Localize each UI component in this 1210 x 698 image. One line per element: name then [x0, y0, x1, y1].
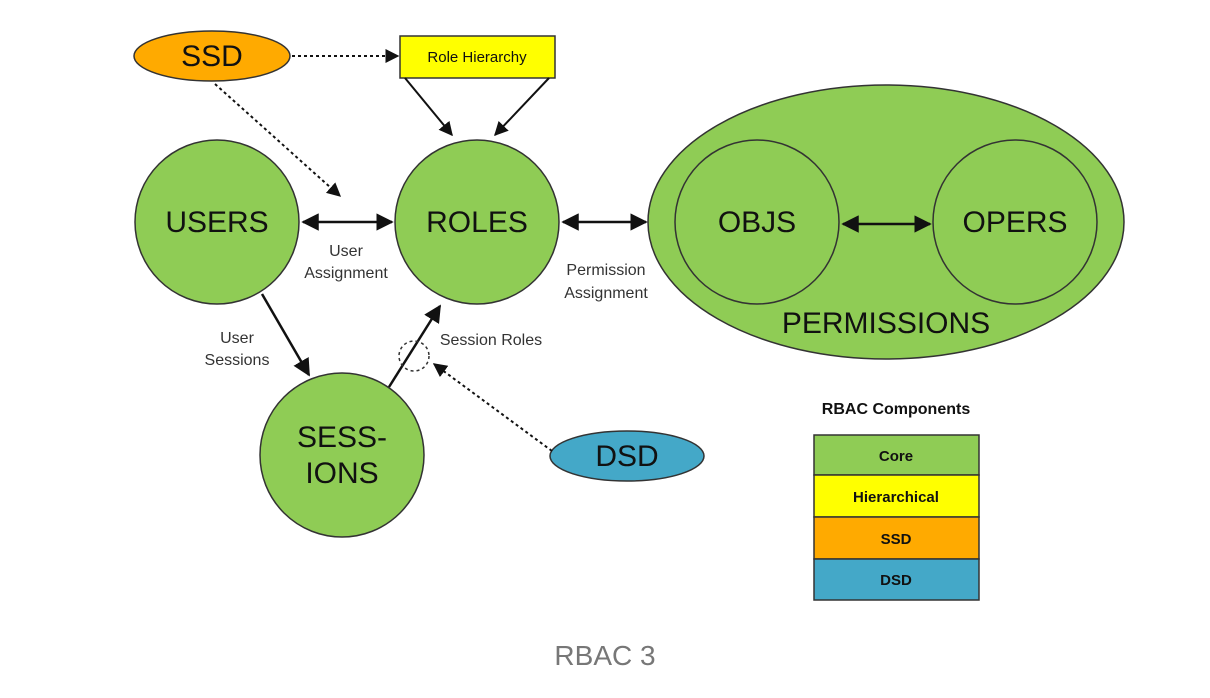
legend-label-dsd: DSD	[880, 572, 912, 589]
roles-label: ROLES	[426, 206, 528, 239]
legend-swatch-ssd	[813, 516, 980, 560]
legend-swatch-hierarchical	[813, 474, 980, 518]
role-hierarchy-label: Role Hierarchy	[427, 49, 527, 66]
user-sessions-label-line2: Sessions	[205, 352, 270, 369]
dsd-constraint-marker	[398, 340, 430, 372]
hierarchy-to-roles-edge-right	[494, 77, 550, 137]
permission-assignment-label-line1: Permission	[566, 262, 645, 279]
legend: RBAC Components Core Hierarchical SSD DS…	[813, 401, 980, 601]
ssd-label: SSD	[181, 40, 243, 73]
legend-swatch-core	[813, 434, 980, 476]
user-sessions-edge	[260, 293, 311, 377]
figure-caption: RBAC 3	[554, 640, 656, 671]
dsd-node	[549, 430, 705, 482]
session-roles-label: Session Roles	[440, 332, 542, 349]
legend-label-core: Core	[879, 448, 913, 465]
hierarchy-to-roles-edge-left	[404, 77, 453, 137]
role-hierarchy-node	[399, 35, 556, 79]
user-assignment-label-line2: Assignment	[304, 265, 388, 282]
opers-label: OPERS	[962, 206, 1067, 239]
roles-node	[394, 139, 560, 305]
dsd-label: DSD	[595, 440, 658, 473]
legend-label-ssd: SSD	[881, 531, 912, 548]
ssd-to-user-assignment-edge	[214, 83, 342, 197]
ssd-node	[133, 30, 291, 82]
sessions-label-line2: IONS	[305, 457, 378, 490]
legend-swatch-dsd	[813, 558, 980, 601]
permission-assignment-label-line2: Assignment	[564, 285, 648, 302]
user-sessions-label-line1: User	[220, 330, 254, 347]
objs-label: OBJS	[718, 206, 796, 239]
legend-label-hierarchical: Hierarchical	[853, 489, 939, 506]
objs-node	[674, 139, 840, 305]
session-roles-edge	[387, 304, 442, 388]
users-label: USERS	[165, 206, 268, 239]
permissions-label: PERMISSIONS	[782, 307, 990, 340]
dsd-to-session-roles-edge	[432, 363, 553, 452]
legend-title: RBAC Components	[822, 401, 971, 418]
opers-node	[932, 139, 1098, 305]
users-node	[134, 139, 300, 305]
sessions-node	[259, 372, 425, 538]
sessions-label-line1: SESS-	[297, 421, 387, 454]
user-assignment-label-line1: User	[329, 243, 363, 260]
